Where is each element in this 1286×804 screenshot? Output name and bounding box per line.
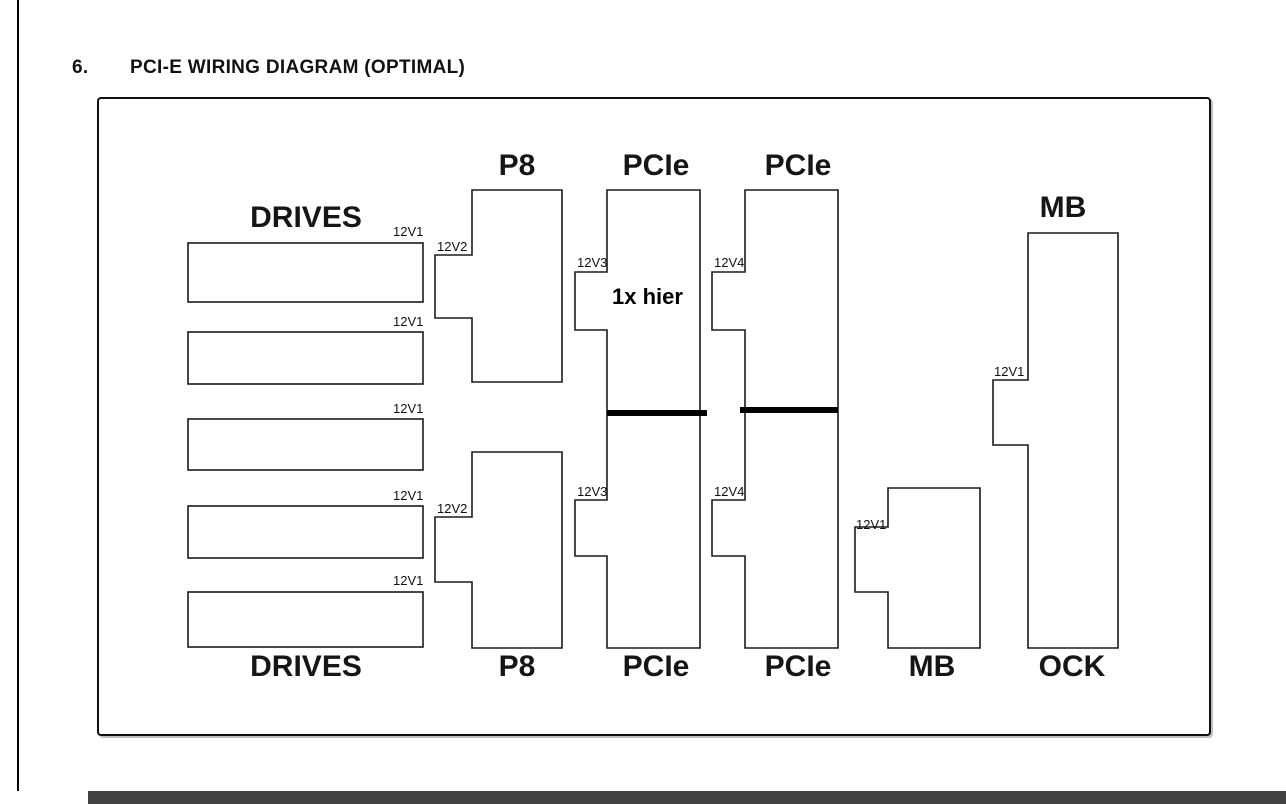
rail-label-ock: 12V1 xyxy=(994,364,1025,379)
label-drives-top: DRIVES xyxy=(250,201,362,234)
ock-connector-shape xyxy=(992,232,1119,649)
rail-label-drive4: 12V1 xyxy=(393,488,424,503)
label-pcie2-bottom: PCIe xyxy=(764,650,832,683)
rail-label-pcie2-bottom: 12V4 xyxy=(714,484,745,499)
rail-label-mb: 12V1 xyxy=(856,517,887,532)
drive-connector-3 xyxy=(187,418,424,471)
drive-connector-1 xyxy=(187,242,424,303)
rail-label-drive2: 12V1 xyxy=(393,314,424,329)
p8-connector-bottom-shape xyxy=(434,451,563,649)
p8-connector-top-shape xyxy=(434,189,563,383)
rail-label-pcie1-top: 12V3 xyxy=(577,255,608,270)
label-pcie2-top: PCIe xyxy=(764,149,832,182)
rail-label-drive3: 12V1 xyxy=(393,401,424,416)
label-drives-bottom: DRIVES xyxy=(250,650,362,683)
label-mb-top-right: MB xyxy=(1039,191,1087,224)
label-ock-bottom: OCK xyxy=(1038,650,1106,683)
section-number: 6. xyxy=(72,57,89,78)
section-heading: 6. PCI-E WIRING DIAGRAM (OPTIMAL) xyxy=(72,57,465,79)
rail-label-p8-bottom: 12V2 xyxy=(437,501,468,516)
page-left-rule xyxy=(17,0,19,791)
rail-label-p8-top: 12V2 xyxy=(437,239,468,254)
rail-label-pcie1-bottom: 12V3 xyxy=(577,484,608,499)
label-pcie1-bottom: PCIe xyxy=(622,650,690,683)
label-p8-bottom: P8 xyxy=(498,650,536,683)
annotation-1x-hier: 1x hier xyxy=(612,284,683,309)
pcie-connector-2-shape xyxy=(711,189,839,649)
section-title: PCI-E WIRING DIAGRAM (OPTIMAL) xyxy=(130,57,466,78)
label-mb-bottom: MB xyxy=(908,650,956,683)
label-p8-top: P8 xyxy=(498,149,536,182)
rail-label-pcie2-top: 12V4 xyxy=(714,255,745,270)
rail-label-drive1: 12V1 xyxy=(393,224,424,239)
drive-connector-4 xyxy=(187,505,424,559)
footer-bar xyxy=(88,791,1286,804)
mb-connector-shape xyxy=(854,487,981,649)
drive-connector-5 xyxy=(187,591,424,648)
drive-connector-2 xyxy=(187,331,424,385)
rail-label-drive5: 12V1 xyxy=(393,573,424,588)
pcie-connector-1-shape xyxy=(574,189,701,649)
label-pcie1-top: PCIe xyxy=(622,149,690,182)
